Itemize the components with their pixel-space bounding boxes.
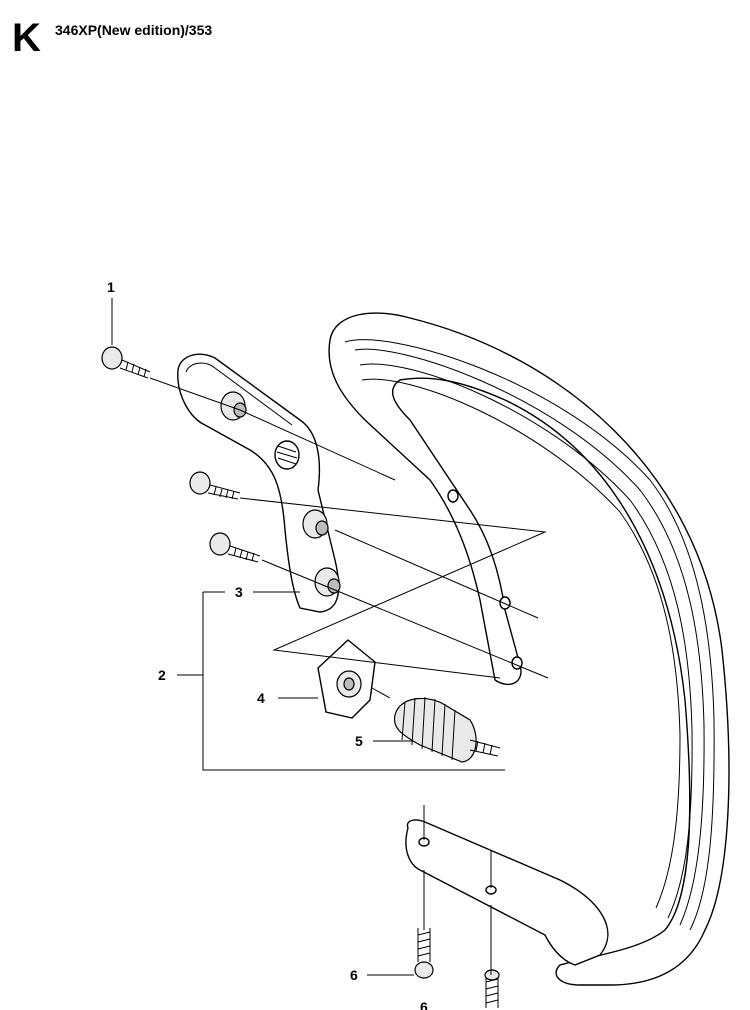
- callout-6: 6: [350, 967, 358, 983]
- callout-6b: 6: [420, 999, 428, 1010]
- clip-part-4-icon: [317, 639, 376, 719]
- screw-6b-icon: [484, 969, 500, 1008]
- screw-lower-a-icon: [189, 471, 241, 500]
- callout-2: 2: [158, 667, 166, 683]
- handle-bracket: [177, 353, 341, 613]
- model-title: 346XP(New edition)/353: [55, 22, 213, 38]
- callout-1: 1: [107, 279, 115, 295]
- callout-3: 3: [235, 584, 243, 600]
- spring-part-5-icon: [393, 696, 501, 763]
- screw-1-icon: [101, 346, 151, 379]
- callout-5: 5: [355, 733, 363, 749]
- section-letter: K: [12, 16, 41, 60]
- screw-lower-b-icon: [209, 532, 261, 563]
- callout-4: 4: [257, 690, 265, 706]
- leader-lines: [111, 298, 549, 976]
- screw-6-icon: [414, 928, 434, 979]
- bracket-spring-icon: [274, 440, 300, 470]
- front-handlebar: [328, 312, 730, 986]
